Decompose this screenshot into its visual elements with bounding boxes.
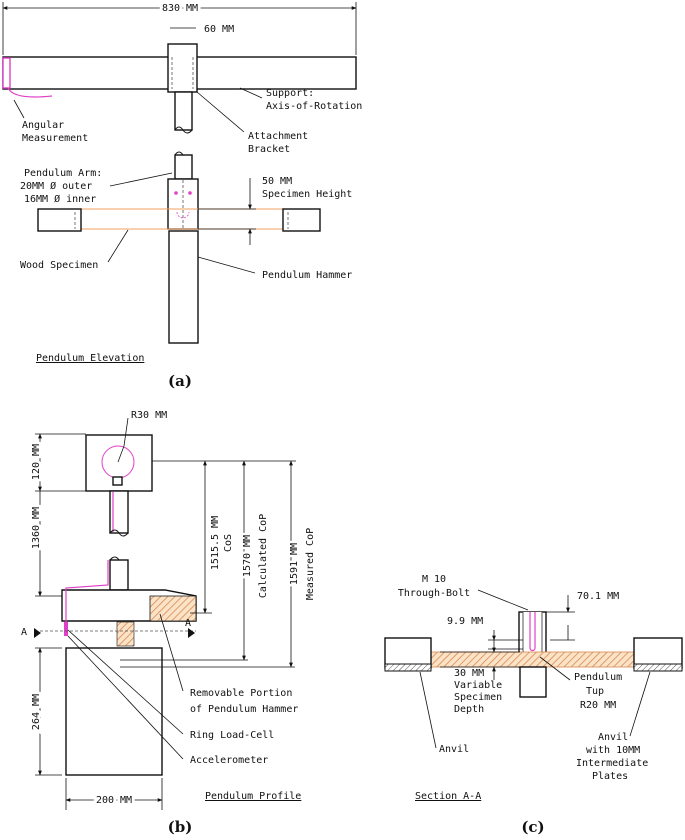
wood-label: Wood Specimen: [20, 260, 98, 271]
hammer-body: [65, 647, 163, 776]
angular-label-2: Measurement: [22, 133, 88, 144]
panel-c-section: M 10 Through-Bolt 70.1 MM 9.9 MM 30 MM V…: [384, 574, 683, 836]
caption-b: (b): [168, 818, 193, 836]
bracket-width-label: 60 MM: [204, 24, 234, 35]
depth-label-3: Depth: [454, 704, 484, 715]
cos-label: CoS: [223, 534, 234, 552]
right-anvil: [282, 208, 321, 232]
break-line: [174, 126, 193, 134]
bolt-label: Through-Bolt: [398, 588, 470, 599]
arm-lower-b: [109, 559, 129, 591]
anvil-label-left: Anvil: [439, 744, 469, 755]
dim-264: 264 MM: [31, 694, 42, 730]
lower-tup-block: [519, 666, 547, 698]
left-anvil-c: [384, 637, 432, 669]
panel-b-profile: R30 MM 120 MM 1360 MM 264 MM A A: [21, 410, 316, 836]
sensor-cable: [7, 87, 53, 98]
anvil-label-right-4: Plates: [592, 771, 628, 782]
angular-label: Angular: [22, 120, 64, 131]
angular-sensor: [2, 57, 11, 89]
radius-label: R30 MM: [131, 410, 167, 421]
tup-radius: R20 MM: [580, 700, 616, 711]
right-anvil-c: [633, 637, 683, 669]
left-anvil: [37, 208, 82, 232]
panel-a-title: Pendulum Elevation: [36, 353, 144, 364]
tup-label-1: Pendulum: [574, 672, 622, 683]
depth-value: 30 MM: [454, 668, 484, 679]
specimen-section: [394, 651, 673, 668]
removable-portion: [149, 595, 197, 622]
height-value: 50 MM: [262, 176, 292, 187]
hammer-label: Pendulum Hammer: [262, 270, 352, 281]
cos-value: 1515.5 MM: [210, 516, 221, 570]
dim-70-1: 70.1 MM: [577, 591, 619, 602]
caption-a: (a): [168, 372, 192, 390]
section-marker-left: A: [21, 627, 27, 638]
meas-cop-value: 1591 MM: [289, 543, 300, 585]
support-label: Support:: [266, 88, 314, 99]
tup-label-2: Tup: [586, 686, 604, 697]
arm-label-2: 20MM Ø outer: [20, 180, 92, 192]
anvil-label-right-3: Intermediate: [576, 758, 648, 769]
depth-label-2: Specimen: [454, 692, 502, 703]
dim-200: 200 MM: [96, 795, 132, 806]
pendulum-hammer: [168, 230, 199, 344]
arm-label: Pendulum Arm:: [24, 168, 102, 179]
meas-cop-label: Measured CoP: [305, 528, 316, 600]
pendulum-arm-lower: [174, 154, 193, 180]
caption-c: (c): [521, 818, 544, 836]
height-label: Specimen Height: [262, 189, 352, 200]
dim-120: 120 MM: [31, 444, 42, 480]
anvil-label-right-2: with 10MM: [586, 745, 640, 756]
pendulum-arm-upper: [174, 91, 193, 131]
dim-9-9: 9.9 MM: [447, 616, 483, 627]
removable-label: Removable Portion: [190, 688, 292, 699]
arm-label-3: 16MM Ø inner: [24, 193, 96, 205]
removable-label-2: of Pendulum Hammer: [190, 704, 298, 715]
wood-section: [116, 621, 135, 647]
panel-a-elevation: 830 MM 60 MM Angular Measurement Support…: [2, 0, 362, 390]
depth-label-1: Variable: [454, 680, 502, 691]
calc-cop-label: Calculated CoP: [258, 514, 269, 598]
ring-load-cell-label: Ring Load-Cell: [190, 730, 274, 741]
attachment-label-2: Bracket: [248, 144, 290, 155]
accelerometer-label: Accelerometer: [190, 755, 268, 766]
dim-1360: 1360 MM: [31, 507, 42, 549]
anvil-label-right-1: Anvil: [598, 732, 628, 743]
panel-b-title: Pendulum Profile: [205, 791, 301, 802]
section-marker-right: A: [185, 618, 191, 629]
calc-cop-value: 1570 MM: [242, 535, 253, 577]
bolt-size-label: M 10: [422, 574, 446, 585]
attachment-label: Attachment: [248, 131, 308, 142]
support-label-2: Axis-of-Rotation: [266, 101, 362, 112]
width-label: 830 MM: [162, 3, 198, 14]
load-cell-cable: [65, 560, 109, 625]
panel-c-title: Section A-A: [415, 791, 481, 802]
